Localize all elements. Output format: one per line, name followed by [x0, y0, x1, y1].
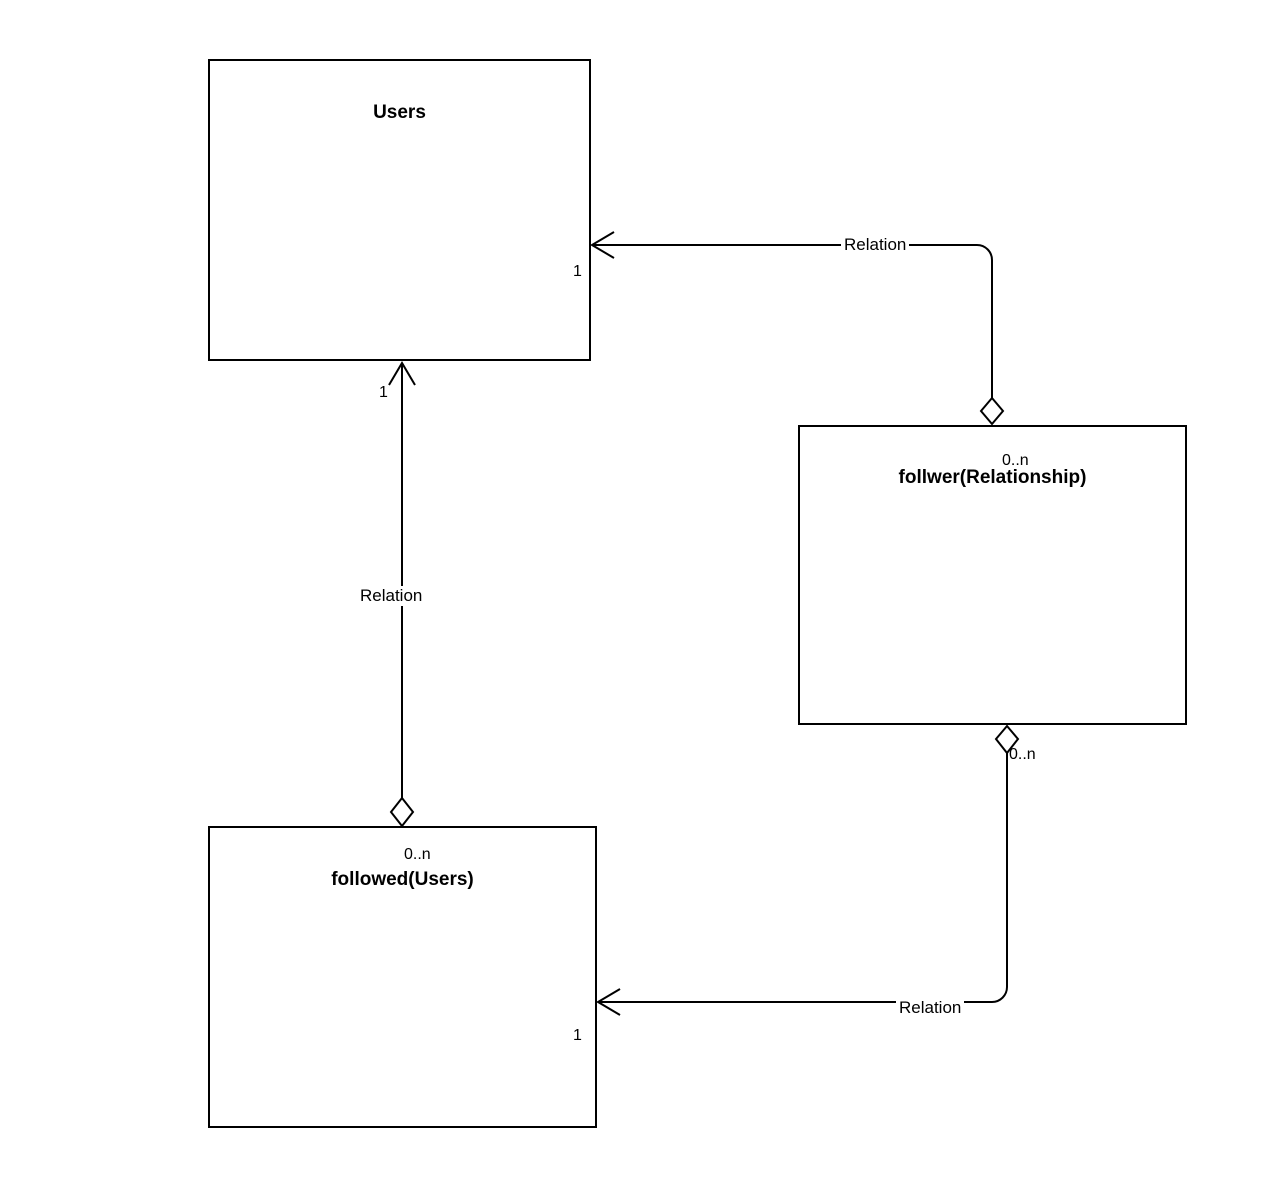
- entity-box-users[interactable]: Users: [208, 59, 591, 361]
- entity-box-followed[interactable]: followed(Users): [208, 826, 597, 1128]
- multiplicity-followed-follower-target: 1: [573, 1027, 582, 1044]
- multiplicity-users-follower-source: 0..n: [1002, 452, 1029, 469]
- connector-label-users-followed: Relation: [357, 586, 426, 606]
- connector-users-follower-line: [592, 244, 993, 399]
- connector-users-followed-diamond: [389, 796, 415, 828]
- connector-users-follower-diamond: [979, 396, 1005, 426]
- entity-title-followed: followed(Users): [331, 869, 474, 890]
- connector-label-followed-follower: Relation: [896, 998, 965, 1018]
- connector-users-follower[interactable]: [590, 231, 1005, 426]
- connector-label-users-follower: Relation: [841, 235, 910, 255]
- connector-followed-follower-line: [598, 752, 1008, 1003]
- multiplicity-users-followed-target: 1: [379, 384, 388, 401]
- connector-followed-follower-diamond: [994, 724, 1020, 755]
- connector-followed-follower-arrowhead: [596, 988, 621, 1016]
- multiplicity-followed-follower-source: 0..n: [1009, 746, 1036, 763]
- entity-title-follower: follwer(Relationship): [898, 467, 1087, 488]
- entity-box-follower[interactable]: follwer(Relationship): [798, 425, 1187, 725]
- connector-users-follower-arrowhead: [590, 231, 615, 259]
- multiplicity-users-followed-source: 0..n: [404, 846, 431, 863]
- multiplicity-users-follower-target: 1: [573, 263, 582, 280]
- connector-users-followed-arrowhead: [388, 361, 416, 386]
- entity-title-users: Users: [373, 102, 426, 123]
- connector-followed-follower[interactable]: [596, 724, 1020, 1016]
